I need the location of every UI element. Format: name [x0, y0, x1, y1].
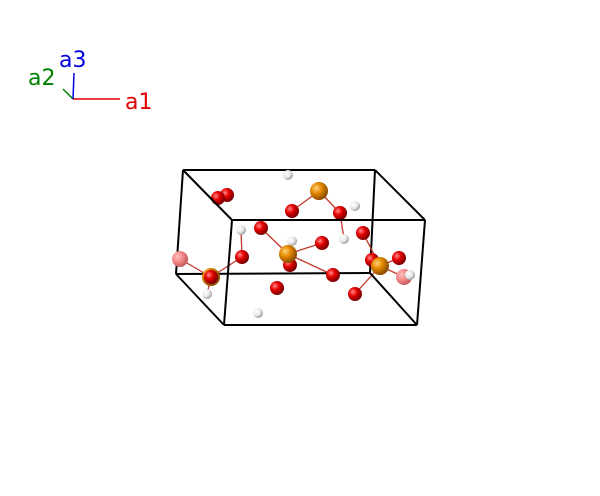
oxygen-atom: [326, 268, 340, 282]
hydrogen-atom: [283, 170, 293, 180]
a2-axis-label: a2: [28, 66, 55, 91]
hydrogen-atom: [202, 289, 212, 299]
a1-axis-label: a1: [125, 90, 152, 115]
hydrogen-atom: [236, 225, 246, 235]
unit-cell-back: [175, 169, 376, 275]
oxygen-atom: [211, 191, 225, 205]
a2-axis-line: [62, 88, 74, 100]
oxygen-atom: [348, 287, 362, 301]
oxygen-atom: [315, 236, 329, 250]
atoms: [172, 170, 415, 318]
oxygen-atom: [235, 250, 249, 264]
phosphorus-atom: [371, 257, 389, 275]
axis-triad: a1 a2 a3: [28, 48, 152, 115]
phosphorus-atom: [279, 245, 297, 263]
hydrogen-atom: [405, 270, 415, 280]
oxygen-atom: [204, 270, 218, 284]
hydrogen-atom: [350, 201, 360, 211]
oxygen-atom: [392, 251, 406, 265]
oxygen-atom: [254, 221, 268, 235]
hydrogen-atom: [253, 308, 263, 318]
a3-axis-label: a3: [59, 48, 86, 73]
phosphorus-atom: [310, 182, 328, 200]
oxygen-atom: [333, 206, 347, 220]
hydrogen-atom: [287, 236, 297, 246]
a3-axis-line: [72, 72, 75, 100]
unit-cell-front: [175, 169, 426, 326]
oxygen-atom: [356, 226, 370, 240]
oxygen-ghost-atom: [172, 251, 188, 267]
oxygen-atom: [285, 204, 299, 218]
hydrogen-atom: [339, 234, 349, 244]
oxygen-atom: [270, 281, 284, 295]
